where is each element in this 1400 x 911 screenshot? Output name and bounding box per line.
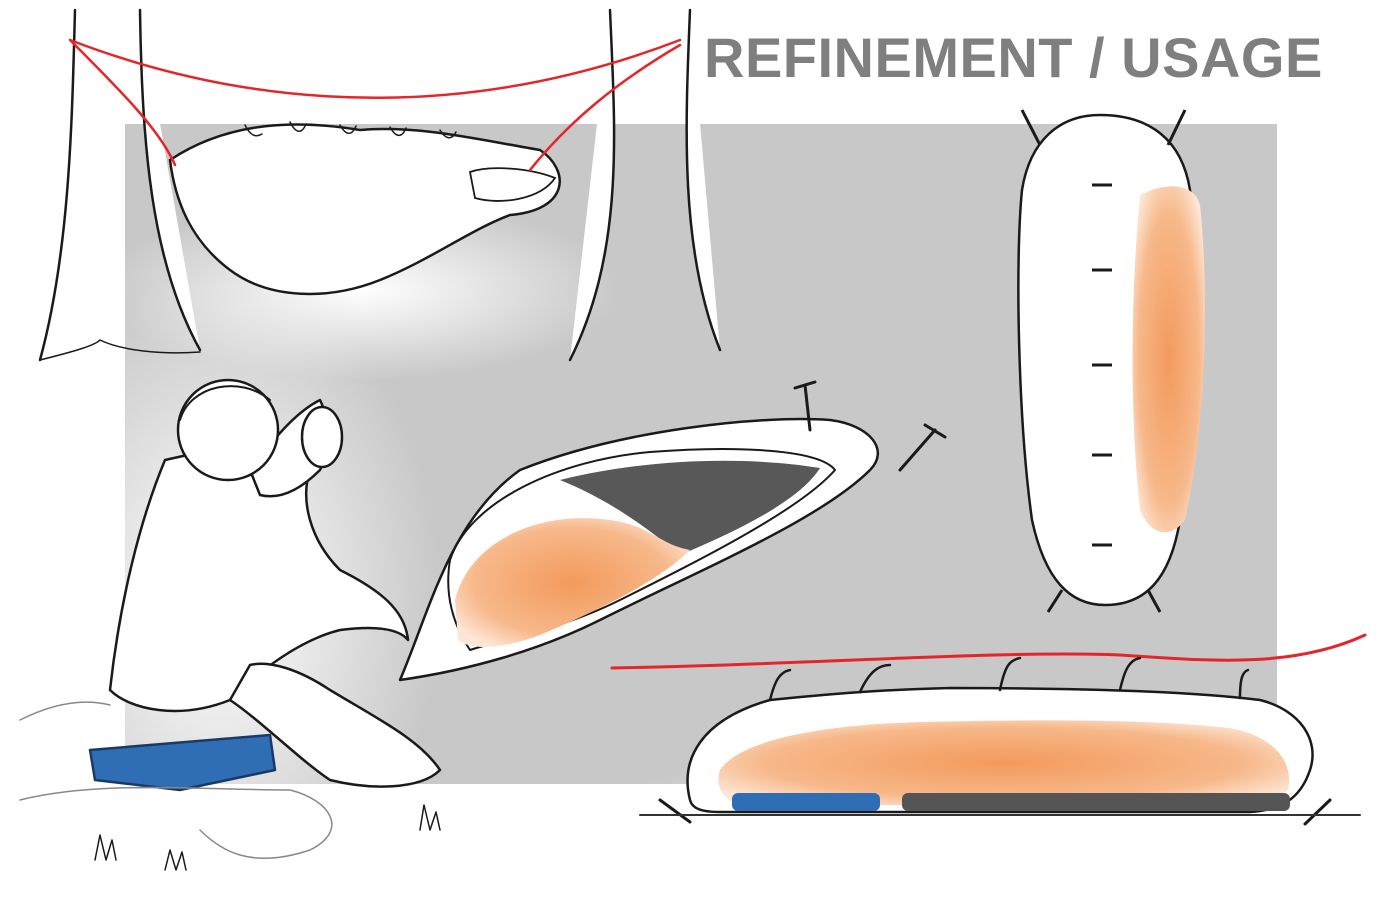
shelter-ridge-rope (610, 633, 1367, 670)
hammock-sketch (38, 8, 722, 362)
person-head (176, 378, 280, 482)
shelter-insulation (718, 720, 1290, 805)
shelter-blue-pad (732, 793, 880, 811)
shell-dark-pad (560, 460, 820, 555)
tree-right (568, 8, 722, 362)
shell-insulation (455, 518, 690, 647)
person-beanie (179, 385, 271, 421)
grass-tufts (94, 804, 441, 871)
shelter-dark-pad (902, 793, 1290, 811)
tree-left (38, 8, 202, 362)
hammock-body (168, 123, 561, 296)
ground-shelter-sketch (610, 633, 1367, 826)
ground-rocks (19, 701, 333, 859)
stake-1 (793, 380, 817, 432)
sit-pad (88, 733, 277, 792)
person-mitten (300, 405, 344, 469)
stake-2 (898, 423, 947, 472)
hammock-rope (68, 38, 682, 172)
pod-insulation (1132, 186, 1205, 533)
pod-hardware-bottom (1046, 589, 1162, 613)
shelter-peaks (768, 656, 1250, 702)
top-view-sketch (1017, 109, 1205, 613)
person-shell-sketch (19, 378, 947, 871)
pod-hardware-top (1020, 109, 1187, 146)
hammock-folds (244, 121, 457, 139)
tree-left-roots (39, 339, 201, 361)
page-title: REFINEMENT / USAGE (704, 26, 1323, 89)
shelter-stakes (658, 798, 1332, 826)
pod-tufts (1092, 183, 1112, 547)
hammock-vent (468, 167, 557, 202)
person-legs (228, 662, 442, 788)
